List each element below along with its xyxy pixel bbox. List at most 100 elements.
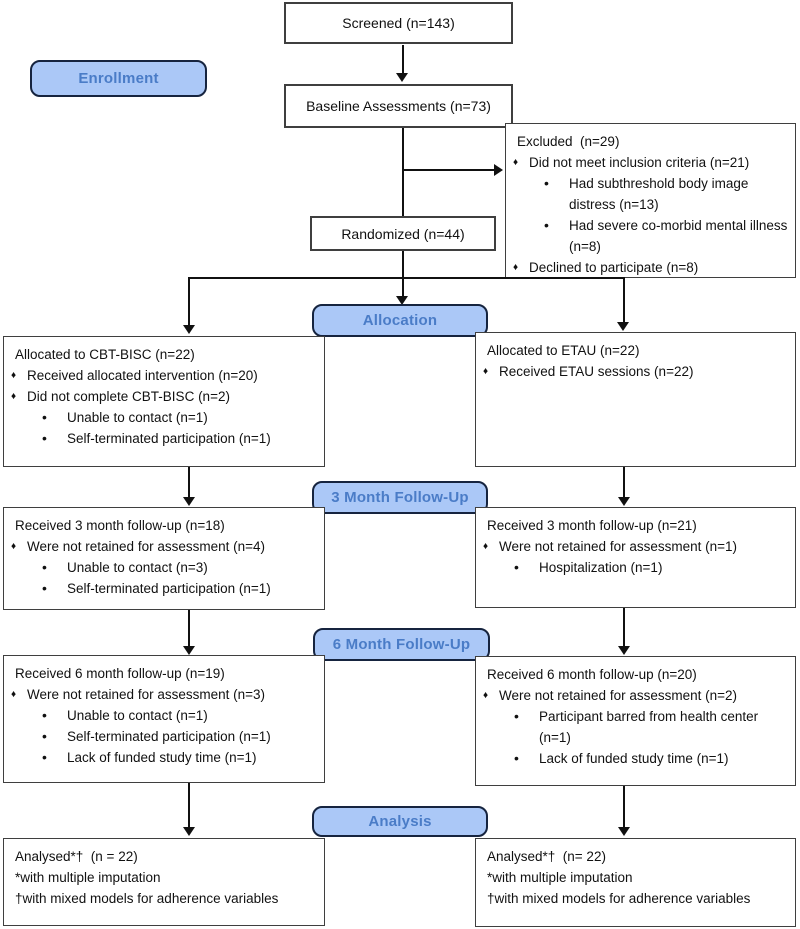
flow-item-text: Were not retained for assessment (n=1) xyxy=(499,539,737,554)
flow-item: ♦ Were not retained for assessment (n=3) xyxy=(4,684,324,705)
flow-item: Received 6 month follow-up (n=20) xyxy=(487,667,697,682)
flow-item: †with mixed models for adherence variabl… xyxy=(15,891,279,906)
arrowhead-alloc-right xyxy=(617,322,629,331)
flow-item: • Hospitalization (n=1) xyxy=(476,557,795,578)
screened-box: Screened (n=143) xyxy=(284,2,513,44)
baseline-label: Baseline Assessments (n=73) xyxy=(306,98,491,114)
diamond-bullet-icon: ♦ xyxy=(513,157,519,168)
line-split-right xyxy=(623,277,625,322)
flow-item-text: Participant barred from health center (n… xyxy=(539,709,762,745)
flow-item-text: Hospitalization (n=1) xyxy=(539,560,663,575)
randomized-box: Randomized (n=44) xyxy=(310,216,496,251)
stage-followup3-label: 3 Month Follow-Up xyxy=(331,489,469,506)
line-excluded-branch xyxy=(403,169,494,171)
flow-item-text: Were not retained for assessment (n=4) xyxy=(27,539,265,554)
bullet-bullet-icon: • xyxy=(42,728,47,744)
arrowhead-fu6-left xyxy=(183,646,195,655)
randomized-label: Randomized (n=44) xyxy=(341,225,465,242)
flow-item-text: Were not retained for assessment (n=3) xyxy=(27,687,265,702)
flow-item: •Self-terminated participation (n=1) xyxy=(4,726,324,747)
flow-item: Allocated to ETAU (n=22) xyxy=(487,343,640,358)
line-split-left xyxy=(188,277,190,325)
flow-item: ♦Were not retained for assessment (n=2) xyxy=(476,685,795,706)
diamond-bullet-icon: ♦ xyxy=(11,391,17,402)
flow-item-text: Self-terminated participation (n=1) xyxy=(67,431,271,446)
bullet-bullet-icon: • xyxy=(544,217,549,233)
stage-enrollment-label: Enrollment xyxy=(78,70,159,87)
line-alloc-fu3-left xyxy=(188,467,190,497)
flow-item: • Had severe co-morbid mental illness (n=… xyxy=(506,215,795,257)
bullet-bullet-icon: • xyxy=(514,750,519,766)
flow-item-text: Did not complete CBT-BISC (n=2) xyxy=(27,389,230,404)
flow-item: • Self-terminated participation (n=1) xyxy=(4,428,324,449)
bullet-bullet-icon: • xyxy=(42,580,47,596)
line-fu6-analysis-right xyxy=(623,786,625,827)
flow-item: ♦ Did not complete CBT-BISC (n=2) xyxy=(4,386,324,407)
flow-item: • Unable to contact (n=1) xyxy=(4,705,324,726)
line-fu3-fu6-left xyxy=(188,610,190,646)
bullet-bullet-icon: • xyxy=(42,559,47,575)
followup3-left-box: Received 3 month follow-up (n=18) ♦Were n… xyxy=(3,507,325,610)
diamond-bullet-icon: ♦ xyxy=(11,370,17,381)
bullet-bullet-icon: • xyxy=(42,707,47,723)
arrowhead-excluded xyxy=(494,164,503,176)
flow-item: • Lack of funded study time (n=1) xyxy=(476,748,795,769)
flow-item: †with mixed models for adherence variabl… xyxy=(487,891,751,906)
flow-item: •Unable to contact (n=3) xyxy=(4,557,324,578)
flow-item-text: Lack of funded study time (n=1) xyxy=(539,751,729,766)
arrowhead-allocation-label xyxy=(396,296,408,305)
line-baseline-randomized xyxy=(402,128,404,216)
flow-item: •Lack of funded study time (n=1) xyxy=(4,747,324,768)
line-split-center xyxy=(402,277,404,296)
flow-item-text: Had severe co-morbid mental illness (n=8… xyxy=(569,218,792,254)
line-randomized-split xyxy=(402,251,404,278)
arrowhead-analysis-left xyxy=(183,827,195,836)
arrowhead-fu3-right xyxy=(618,497,630,506)
screened-label: Screened (n=143) xyxy=(342,15,455,31)
arrowhead-screened-baseline xyxy=(396,73,408,82)
diamond-bullet-icon: ♦ xyxy=(483,541,489,552)
flow-item-text: Unable to contact (n=1) xyxy=(67,410,208,425)
arrowhead-alloc-left xyxy=(183,325,195,334)
arrowhead-fu3-left xyxy=(183,497,195,506)
flow-item: Received 3 month follow-up (n=21) xyxy=(487,518,697,533)
stage-analysis: Analysis xyxy=(312,806,488,837)
baseline-box: Baseline Assessments (n=73) xyxy=(284,84,513,128)
allocation-right-box: Allocated to ETAU (n=22) ♦ Received ETAU s… xyxy=(475,332,796,467)
stage-followup6-label: 6 Month Follow-Up xyxy=(332,636,471,653)
flow-item: Received 3 month follow-up (n=18) xyxy=(15,518,225,533)
diamond-bullet-icon: ♦ xyxy=(11,689,17,700)
flow-item-text: Self-terminated participation (n=1) xyxy=(67,581,271,596)
flow-item: ♦ Did not meet inclusion criteria (n=21) xyxy=(506,152,795,173)
flow-item: •Participant barred from health center (… xyxy=(476,706,795,748)
flow-item-text: Received allocated intervention (n=20) xyxy=(27,368,258,383)
flow-item: Analysed*† (n = 22) xyxy=(15,849,138,864)
analysis-right-box: Analysed*† (n= 22)*with multiple imputat… xyxy=(475,838,796,927)
stage-analysis-label: Analysis xyxy=(368,813,432,830)
bullet-bullet-icon: • xyxy=(42,409,47,425)
flow-item: Received 6 month follow-up (n=19) xyxy=(15,666,225,681)
arrowhead-fu6-right xyxy=(618,646,630,655)
bullet-bullet-icon: • xyxy=(42,749,47,765)
line-alloc-fu3-right xyxy=(623,467,625,497)
line-split-horizontal xyxy=(189,277,625,279)
stage-allocation-label: Allocation xyxy=(362,312,438,329)
flow-item: • Self-terminated participation (n=1) xyxy=(4,578,324,599)
stage-enrollment: Enrollment xyxy=(30,60,207,97)
flow-item-text: Did not meet inclusion criteria (n=21) xyxy=(529,155,750,170)
flow-item-text: Received ETAU sessions (n=22) xyxy=(499,364,694,379)
followup3-right-box: Received 3 month follow-up (n=21) ♦ Were n… xyxy=(475,507,796,608)
stage-followup6: 6 Month Follow-Up xyxy=(313,628,490,661)
flow-item: Excluded (n=29) xyxy=(517,134,620,149)
allocation-left-box: Allocated to CBT-BISC (n=22)♦Received al… xyxy=(3,336,325,467)
bullet-bullet-icon: • xyxy=(42,430,47,446)
diamond-bullet-icon: ♦ xyxy=(483,366,489,377)
diamond-bullet-icon: ♦ xyxy=(483,690,489,701)
flow-item: ♦Were not retained for assessment (n=4) xyxy=(4,536,324,557)
flow-item-text: Unable to contact (n=1) xyxy=(67,708,208,723)
flow-item: ♦ Were not retained for assessment (n=1) xyxy=(476,536,795,557)
flow-item: *with multiple imputation xyxy=(15,870,161,885)
flow-item: •Had subthreshold body image distress (n… xyxy=(506,173,795,215)
bullet-bullet-icon: • xyxy=(514,559,519,575)
